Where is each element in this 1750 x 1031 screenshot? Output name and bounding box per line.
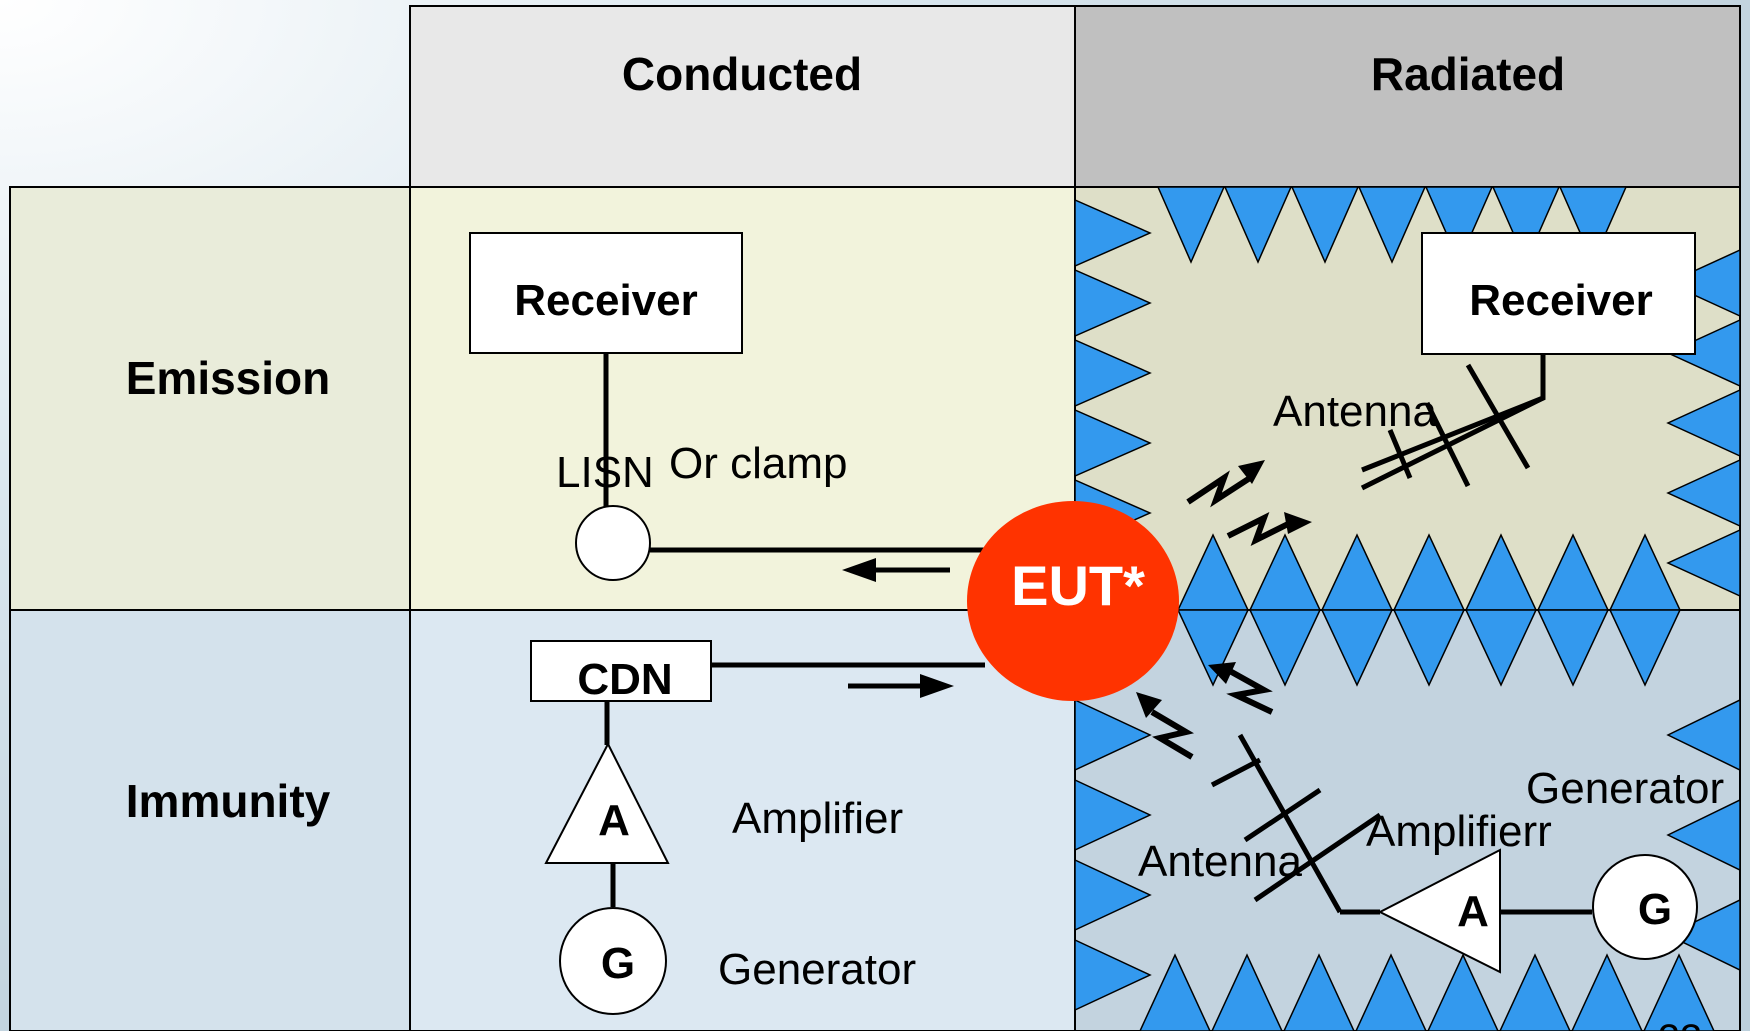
emission-wave-2 xyxy=(1226,511,1298,547)
immunity-arrow-head xyxy=(920,674,954,698)
absorber-cone xyxy=(1074,938,1152,1012)
absorber-cone xyxy=(1666,388,1741,458)
absorber-cone xyxy=(1074,198,1152,268)
emission-wave-1 xyxy=(1186,470,1255,508)
absorber-cone xyxy=(1536,609,1610,687)
absorber-cone xyxy=(1571,953,1643,1031)
absorber-cone xyxy=(1558,186,1628,264)
absorber-cone xyxy=(1074,408,1152,478)
gen-symbol-conducted: G xyxy=(601,939,635,988)
absorber-cone xyxy=(1666,698,1741,772)
amplifier-label-conducted: Amplifier xyxy=(732,794,903,843)
absorber-cone xyxy=(1290,186,1360,264)
absorber-cone xyxy=(1608,609,1682,687)
receiver-label-radiated: Receiver xyxy=(1469,276,1652,325)
absorber-cone xyxy=(1666,318,1741,388)
antenna-element-3 xyxy=(1387,429,1413,479)
immunity-wave-2 xyxy=(1150,709,1195,760)
row-cell-emission xyxy=(9,186,411,611)
absorber-cone xyxy=(1357,186,1427,264)
lisn-label: LISN xyxy=(556,448,654,497)
absorber-cone xyxy=(1211,953,1283,1031)
column-header-conducted: Conducted xyxy=(622,48,862,100)
absorber-cone xyxy=(1392,609,1466,687)
absorber-cone xyxy=(1464,609,1538,687)
antenna-label-immunity: Antenna xyxy=(1138,837,1302,886)
generator-label-conducted: Generator xyxy=(718,945,916,994)
cell-immunity-radiated xyxy=(1074,609,1741,1031)
absorber-cone xyxy=(1074,858,1152,932)
header-cell-conducted xyxy=(409,5,1076,188)
absorber-cone xyxy=(1666,528,1741,598)
antenna-element-2 xyxy=(1424,401,1471,488)
absorber-cone xyxy=(1666,248,1741,318)
absorber-cone xyxy=(1320,609,1394,687)
receiver-label-conducted: Receiver xyxy=(514,276,697,325)
amplifier-triangle-conducted xyxy=(544,741,670,864)
header-cell-radiated xyxy=(1074,5,1741,188)
row-cell-immunity xyxy=(9,609,411,1031)
absorber-cone xyxy=(1248,609,1322,687)
receiver-box-radiated xyxy=(1421,232,1696,355)
absorber-cone xyxy=(1666,458,1741,528)
generator-circle-radiated xyxy=(1592,854,1698,960)
or-clamp-label: Or clamp xyxy=(669,439,847,488)
absorber-cone xyxy=(1156,186,1226,264)
column-header-radiated: Radiated xyxy=(1371,48,1565,100)
amplifier-label-radiated: Amplifierr xyxy=(1366,807,1552,856)
generator-label-radiated: Generator xyxy=(1526,764,1724,813)
absorber-cone xyxy=(1643,953,1715,1031)
immunity-antenna-element-2 xyxy=(1243,787,1322,843)
page-number: 23 xyxy=(1658,1017,1703,1031)
absorber-cones xyxy=(1074,186,1741,1031)
immunity-antenna-element-3 xyxy=(1253,812,1382,903)
amp-symbol-radiated: A xyxy=(1457,887,1489,936)
absorber-cone xyxy=(1074,268,1152,338)
absorber-cone xyxy=(1355,953,1427,1031)
absorber-cone xyxy=(1491,186,1561,264)
absorber-cone xyxy=(1223,186,1293,264)
lisn-circle xyxy=(575,505,651,581)
immunity-wave-1-head xyxy=(1208,662,1236,684)
absorber-cone xyxy=(1499,953,1571,1031)
absorber-cone xyxy=(1666,798,1741,872)
antenna-label-emission: Antenna xyxy=(1273,387,1437,436)
absorber-cone xyxy=(1424,186,1494,264)
immunity-antenna-element-1 xyxy=(1210,757,1262,788)
gen-symbol-radiated: G xyxy=(1638,885,1672,934)
absorber-cone xyxy=(1074,698,1152,772)
absorber-cone xyxy=(1139,953,1211,1031)
generator-circle-conducted xyxy=(559,907,667,1015)
antenna-element-1 xyxy=(1465,363,1531,470)
amp-symbol-conducted: A xyxy=(598,796,630,845)
row-header-emission: Emission xyxy=(126,352,331,404)
cell-immunity-conducted xyxy=(409,609,1076,1031)
immunity-wave-1 xyxy=(1226,667,1274,715)
emission-arrow-head xyxy=(842,558,876,582)
absorber-cone xyxy=(1283,953,1355,1031)
cdn-box xyxy=(530,640,712,702)
eut-label: EUT* xyxy=(1011,554,1145,617)
eut-circle xyxy=(967,501,1179,701)
emission-wave-1-head xyxy=(1238,460,1265,484)
emission-wave-2-head xyxy=(1284,512,1312,534)
immunity-wave-2-head xyxy=(1136,692,1162,718)
absorber-cone xyxy=(1074,338,1152,408)
row-header-immunity: Immunity xyxy=(126,775,331,827)
cdn-label: CDN xyxy=(577,655,672,704)
absorber-cone xyxy=(1176,609,1250,687)
antenna-boom-radiated-emission xyxy=(1360,395,1545,491)
absorber-cone xyxy=(1074,778,1152,852)
absorber-cone xyxy=(1666,898,1741,972)
absorber-cone xyxy=(1427,953,1499,1031)
